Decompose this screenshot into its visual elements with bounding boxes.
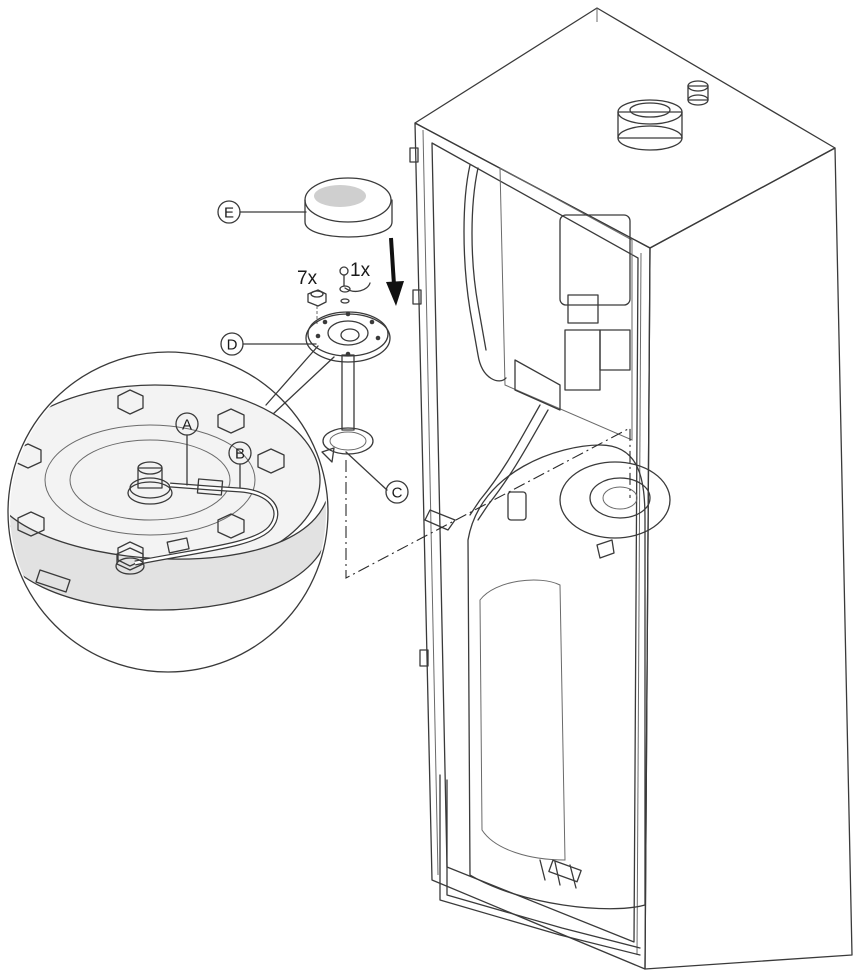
- screw-quantity: 1x: [350, 260, 371, 281]
- callout-c: C: [345, 451, 409, 504]
- hot-water-tank: [439, 444, 671, 956]
- assembly-line: [345, 427, 631, 579]
- appliance-cabinet: [409, 7, 853, 970]
- nuts-quantity: 7x: [297, 268, 318, 289]
- callout-b: B: [228, 441, 252, 489]
- callout-d: D: [220, 332, 317, 356]
- cabinet-front-frame: [414, 122, 651, 970]
- cabinet-front-opening: [431, 142, 639, 943]
- callout-d-label: D: [227, 337, 238, 354]
- tank-opening-flange: [589, 477, 651, 519]
- hinge-bottom: [419, 649, 429, 667]
- earth-cable: [115, 478, 279, 575]
- screw-part: [339, 266, 371, 304]
- callout-a-label: A: [182, 417, 192, 434]
- cabinet-top-panel: [414, 7, 836, 249]
- insulation-cap: [304, 177, 393, 238]
- detail-magnifier: [7, 345, 335, 673]
- nut-part: [307, 289, 327, 326]
- flange-bolts: [14, 389, 285, 567]
- callout-e: E: [217, 200, 307, 224]
- hinge-middle: [412, 289, 422, 305]
- flange-plate: [305, 311, 391, 363]
- boiler-components: [424, 164, 631, 531]
- callout-a: A: [175, 412, 199, 486]
- callout-c-label: C: [392, 485, 403, 502]
- hinge-top: [409, 147, 419, 163]
- gasket: [321, 427, 374, 463]
- callout-b-label: B: [235, 446, 245, 463]
- anode-rod: [341, 354, 355, 431]
- callout-e-label: E: [224, 205, 234, 222]
- down-arrow: [386, 237, 404, 306]
- anode-nut: [127, 461, 173, 505]
- flue-connection: [617, 80, 709, 151]
- cabinet-side-panel: [644, 147, 853, 970]
